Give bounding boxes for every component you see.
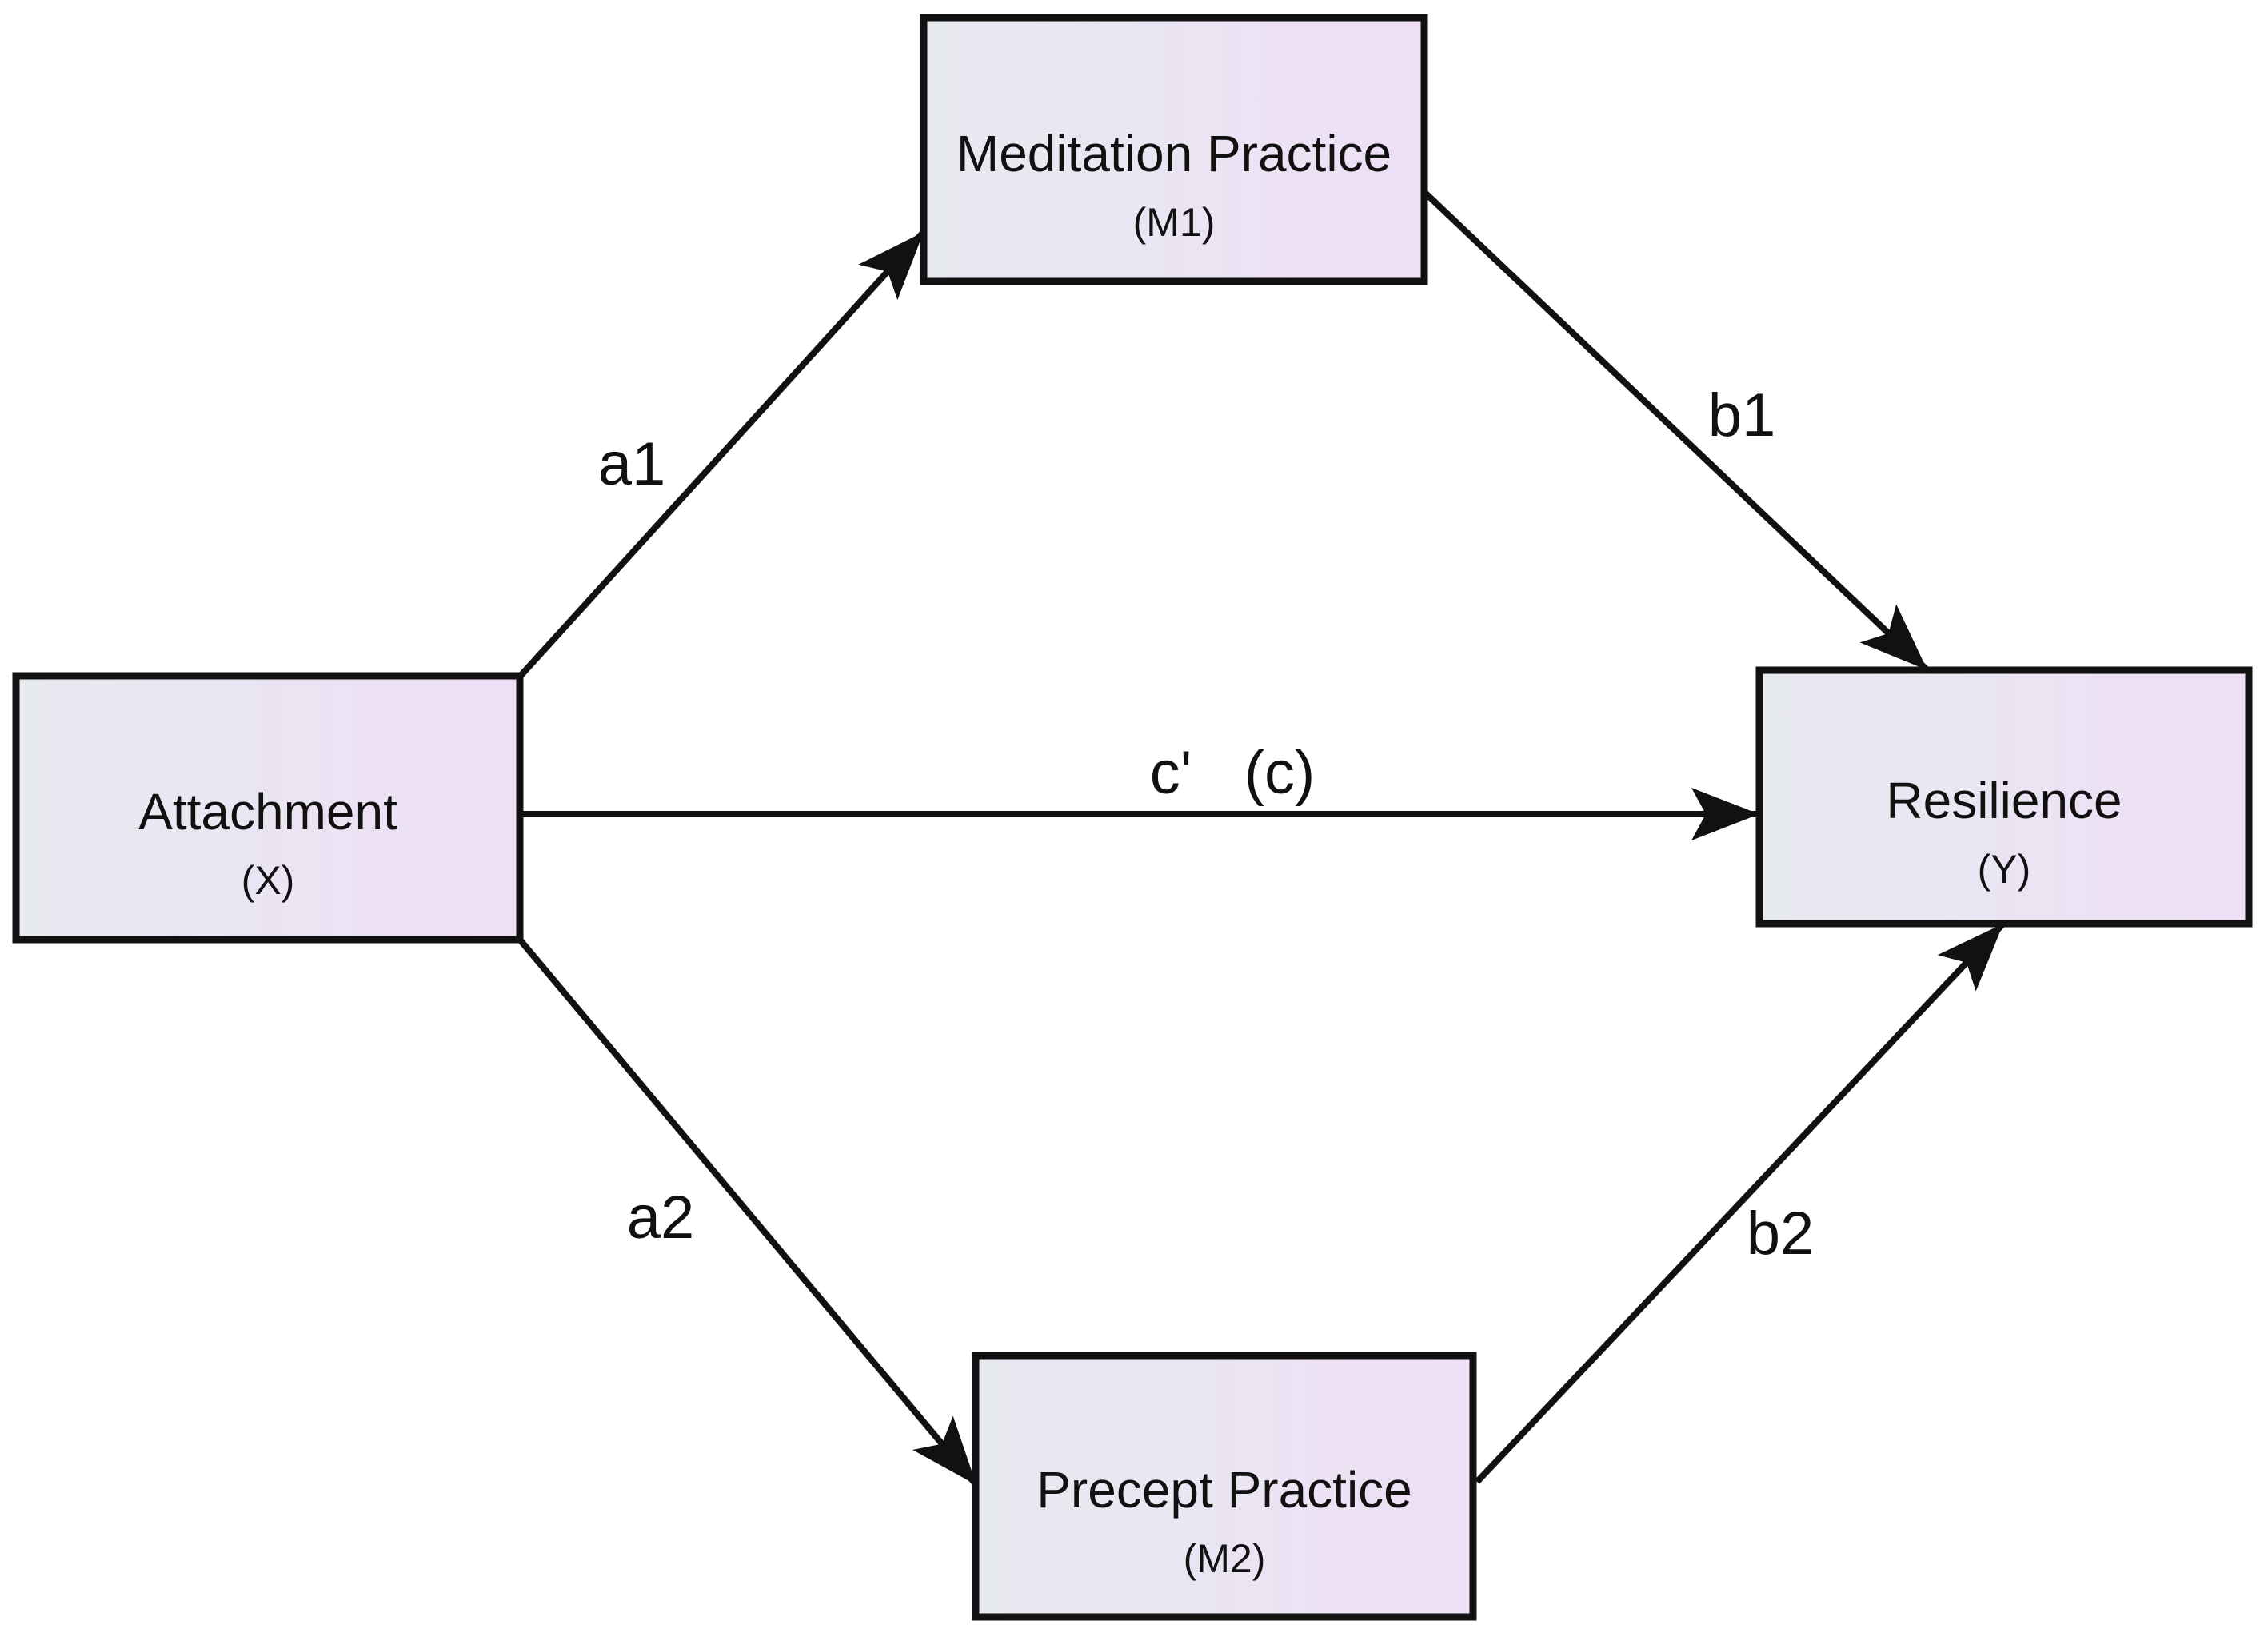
node-meditation-practice-box <box>920 14 1428 285</box>
edge-label-c-prime: c' <box>1150 739 1192 807</box>
edge-a2: a2 <box>517 937 980 1487</box>
node-resilience: Resilience (Y) <box>1755 666 2253 928</box>
edge-label-a2: a2 <box>627 1184 695 1252</box>
node-resilience-box <box>1755 666 2253 928</box>
node-meditation-practice: Meditation Practice (M1) <box>920 14 1428 285</box>
node-meditation-practice-sublabel: (M1) <box>1133 200 1216 245</box>
edge-label-b2: b2 <box>1747 1200 1815 1268</box>
node-attachment-sublabel: (X) <box>242 858 295 903</box>
edge-label-b1: b1 <box>1708 381 1776 449</box>
node-precept-practice-sublabel: (M2) <box>1184 1536 1266 1581</box>
node-precept-practice: Precept Practice (M2) <box>972 1352 1477 1621</box>
edge-label-c-total: (c) <box>1244 739 1316 807</box>
arrow-m2-to-y <box>1475 921 2006 1484</box>
node-attachment: Attachment (X) <box>12 672 524 944</box>
edge-c-direct: c' (c) <box>520 739 1759 840</box>
edge-b2: b2 <box>1475 921 2006 1484</box>
node-attachment-label: Attachment <box>138 783 397 840</box>
edge-a1: a1 <box>517 230 926 679</box>
edge-b1: b1 <box>1422 190 1930 673</box>
arrow-m1-to-y <box>1422 190 1930 673</box>
node-resilience-sublabel: (Y) <box>1978 847 2031 892</box>
node-attachment-box <box>12 672 524 944</box>
node-precept-practice-box <box>972 1352 1477 1621</box>
arrow-x-to-m2 <box>517 937 980 1487</box>
node-resilience-label: Resilience <box>1886 772 2122 829</box>
edge-label-a1: a1 <box>598 430 666 498</box>
arrow-x-to-m1 <box>517 230 926 679</box>
node-precept-practice-label: Precept Practice <box>1036 1461 1412 1519</box>
node-meditation-practice-label: Meditation Practice <box>956 125 1392 182</box>
